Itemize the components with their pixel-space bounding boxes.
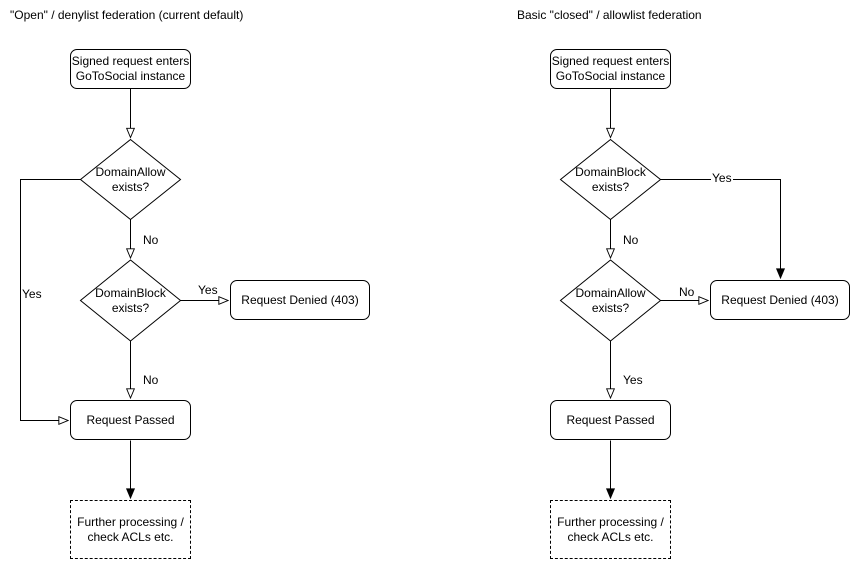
right-passed-node: Request Passed <box>550 400 671 440</box>
left-edge-decision1-yes-to-passed <box>20 179 81 421</box>
left-further-node: Further processing / check ACLs etc. <box>70 500 191 559</box>
left-denied-node: Request Denied (403) <box>230 280 370 320</box>
left-decision2-yes-label: Yes <box>197 283 219 297</box>
left-start-node: Signed request enters GoToSocial instanc… <box>70 49 191 89</box>
left-decision1-no-label: No <box>142 233 160 247</box>
right-decision1-diamond-shape <box>559 138 662 221</box>
right-decision2-yes-label: Yes <box>622 373 644 387</box>
right-further-node: Further processing / check ACLs etc. <box>550 500 671 559</box>
left-decision2-no-label: No <box>142 373 160 387</box>
right-decision2-diamond-shape <box>559 259 662 342</box>
left-decision2-diamond-shape <box>79 259 182 342</box>
left-chart-title: "Open" / denylist federation (current de… <box>10 8 244 22</box>
right-denied-node: Request Denied (403) <box>710 280 850 320</box>
right-edge-decision1-yes-to-denied <box>660 179 781 279</box>
right-decision1-no-label: No <box>622 233 640 247</box>
left-decision1-diamond-shape <box>79 138 182 221</box>
right-chart-title: Basic "closed" / allowlist federation <box>517 8 702 22</box>
right-decision1-yes-label: Yes <box>711 171 733 185</box>
left-passed-node: Request Passed <box>70 400 191 440</box>
right-decision2-no-label: No <box>678 285 696 299</box>
left-decision1-yes-label: Yes <box>21 287 43 301</box>
right-start-node: Signed request enters GoToSocial instanc… <box>550 49 671 89</box>
